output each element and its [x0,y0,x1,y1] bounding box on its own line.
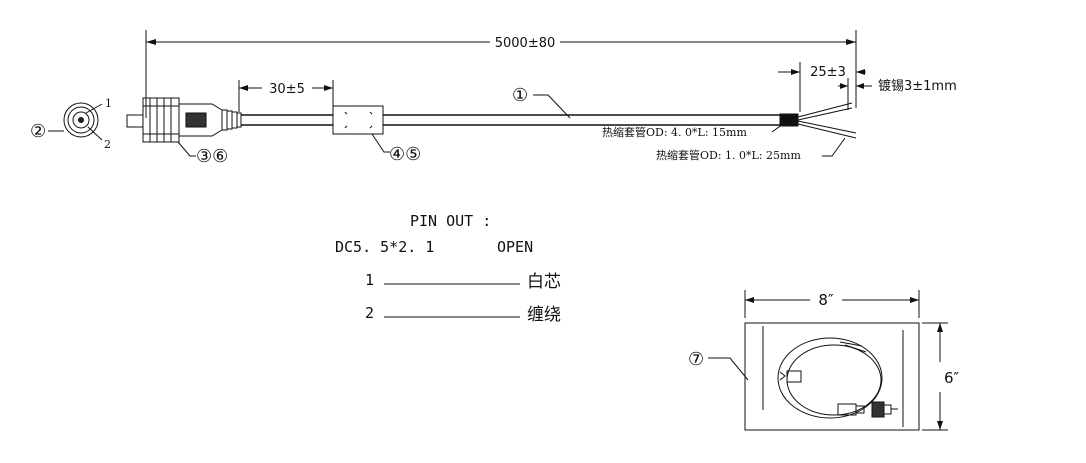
strip-length-label: 25±3 [810,65,846,80]
package-width-label: 8″ [818,291,834,309]
pin-2-label: 2 [104,138,111,151]
package-view: 8″ 6″ ⑦ [688,290,960,431]
pinout-left-header: DC5. 5*2. 1 [335,238,434,256]
heat-shrink-outer-note: 热缩套管OD: 4. 0*L: 15mm [602,125,747,139]
pinout-row-pin: 2 [365,304,374,322]
tin-length-dimension: 镀锡3±1mm [838,78,957,110]
stripped-wire-end: 热缩套管OD: 4. 0*L: 15mm 热缩套管OD: 1. 0*L: 25m… [602,102,857,162]
pinout-title: PIN OUT : [410,212,491,230]
connector-callout: ③⑥ [196,146,228,167]
plug-face-view: 1 2 ② [30,97,112,151]
cable-callout: ① [512,85,528,106]
strip-length-dimension: 25±3 [778,62,866,112]
pin-1-label: 1 [105,97,112,110]
dc-plug-connector: ③⑥ [126,97,242,167]
plug-face-callout: ② [30,121,46,142]
pinout-row-pin: 1 [365,271,374,289]
heat-shrink-inner-note: 热缩套管OD: 1. 0*L: 25mm [656,148,801,162]
package-callout: ⑦ [688,349,704,370]
pinout-row-wire: 缠绕 [527,305,561,325]
connector-offset-label: 30±5 [269,82,305,97]
total-length-label: 5000±80 [495,36,556,51]
total-length-dimension: 5000±80 [145,30,857,118]
pinout-row-wire: 白芯 [527,272,561,292]
tin-length-label: 镀锡3±1mm [878,78,957,94]
connector-offset-dimension: 30±5 [238,80,334,112]
package-height-label: 6″ [944,369,960,387]
ferrite-callout: ④⑤ [389,144,421,165]
cable-body: ① [241,85,780,126]
pinout-table: PIN OUT : DC5. 5*2. 1 OPEN 1 白芯 2 缠绕 [335,212,561,325]
pinout-right-header: OPEN [497,238,533,256]
ferrite-core: ④⑤ [332,105,421,165]
